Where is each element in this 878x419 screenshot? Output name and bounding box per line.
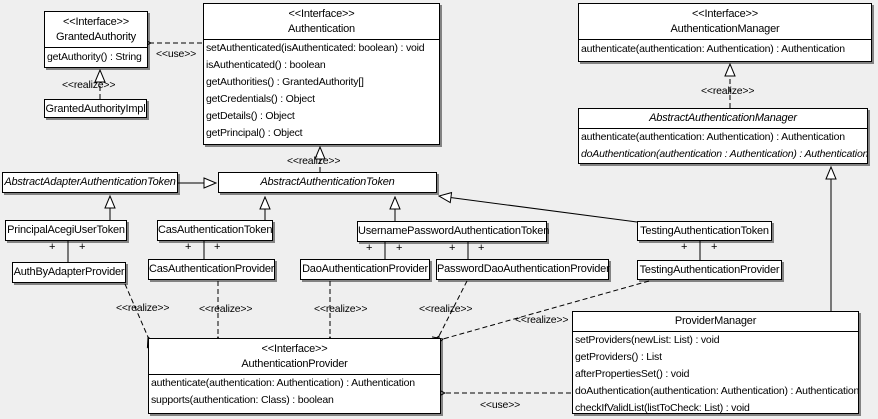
class-testing-authentication-provider[interactable]: TestingAuthenticationProvider	[637, 260, 782, 280]
realize-label: <<realize>>	[314, 303, 368, 315]
method: doAuthentication(authentication: Authent…	[575, 385, 860, 397]
class-principal-acegi-user-token[interactable]: PrincipalAcegiUserToken	[5, 220, 127, 241]
class-name: AbstractAuthenticationToken	[260, 176, 395, 188]
method: afterPropertiesSet() : void	[575, 368, 690, 380]
method: getCredentials() : Object	[206, 93, 315, 105]
interface-stereotype: <<Interface>>	[288, 8, 355, 20]
generalization-line	[439, 196, 638, 223]
multiplicity-plus: +	[449, 242, 456, 254]
method: getAuthorities() : GrantedAuthority[]	[206, 76, 364, 88]
class-authentication[interactable]: <<Interface>> Authentication setAuthenti…	[203, 3, 440, 145]
realize-line	[443, 280, 650, 339]
method: getProviders() : List	[575, 351, 662, 363]
method: getPrincipal() : Object	[206, 127, 303, 139]
realize-label: <<realize>>	[701, 85, 755, 97]
class-name: CasAuthenticationToken	[158, 224, 273, 236]
interface-stereotype: <<Interface>>	[692, 8, 758, 20]
class-name: TestingAuthenticationProvider	[639, 264, 780, 276]
method: checkIfValidList(listToCheck: List) : vo…	[575, 402, 750, 414]
multiplicity-plus: +	[711, 241, 718, 253]
realize-label: <<realize>>	[199, 303, 253, 315]
multiplicity-plus: +	[79, 241, 86, 253]
class-auth-by-adapter-provider[interactable]: AuthByAdapterProvider	[12, 262, 126, 283]
realize-label: <<realize>>	[116, 302, 170, 314]
class-name: AuthenticationManager	[670, 23, 780, 35]
class-authentication-provider[interactable]: <<Interface>> AuthenticationProvider aut…	[148, 338, 441, 414]
realize-label: <<realize>>	[287, 155, 341, 167]
use-label: <<use>>	[156, 48, 197, 60]
multiplicity-plus: +	[396, 242, 403, 254]
method: doAuthentication(authentication : Authen…	[581, 148, 869, 160]
class-abstract-authentication-manager[interactable]: AbstractAuthenticationManager authentica…	[578, 108, 868, 164]
use-label: <<use>>	[480, 399, 521, 411]
class-name: UsernamePasswordAuthenticationToken	[358, 225, 550, 237]
multiplicity-plus: +	[185, 241, 192, 253]
class-name: AuthenticationProvider	[241, 358, 348, 370]
method: supports(authentication: Class) : boolea…	[151, 394, 334, 406]
class-testing-authentication-token[interactable]: TestingAuthenticationToken	[637, 221, 772, 241]
realize-line	[439, 280, 468, 336]
method: setAuthenticated(isAuthenticated: boolea…	[206, 42, 425, 54]
class-cas-authentication-token[interactable]: CasAuthenticationToken	[157, 220, 273, 241]
class-name: GrantedAuthorityImpl	[45, 103, 146, 115]
multiplicity-plus: +	[681, 241, 688, 253]
class-name: Authentication	[288, 23, 355, 35]
class-granted-authority[interactable]: <<Interface>> GrantedAuthority getAuthor…	[44, 11, 148, 68]
class-abstract-authentication-token[interactable]: AbstractAuthenticationToken	[218, 172, 437, 193]
realize-label: <<realize>>	[515, 314, 569, 326]
multiplicity-plus: +	[214, 241, 221, 253]
multiplicity-plus: +	[478, 242, 485, 254]
realize-label: <<realize>>	[419, 303, 473, 315]
class-name: TestingAuthenticationToken	[640, 225, 769, 237]
interface-stereotype: <<Interface>>	[63, 16, 129, 28]
method: getAuthority() : String	[47, 51, 142, 63]
class-username-password-authentication-token[interactable]: UsernamePasswordAuthenticationToken	[357, 221, 550, 242]
realize-label: <<realize>>	[62, 79, 116, 91]
class-password-dao-authentication-provider[interactable]: PasswordDaoAuthenticationProvider	[436, 259, 610, 280]
class-cas-authentication-provider[interactable]: CasAuthenticationProvider	[148, 259, 275, 280]
class-dao-authentication-provider[interactable]: DaoAuthenticationProvider	[300, 259, 430, 280]
method: getDetails() : Object	[206, 110, 295, 122]
class-abstract-adapter-authentication-token[interactable]: AbstractAdapterAuthenticationToken	[2, 172, 178, 193]
multiplicity-plus: +	[366, 242, 373, 254]
class-granted-authority-impl[interactable]: GrantedAuthorityImpl	[44, 99, 147, 118]
class-name: CasAuthenticationProvider	[149, 263, 275, 275]
class-name: PasswordDaoAuthenticationProvider	[437, 263, 610, 275]
method: setProviders(newList: List) : void	[575, 334, 720, 346]
method: isAuthenticated() : boolean	[206, 59, 326, 71]
class-name: ProviderManager	[674, 315, 757, 327]
method: authenticate(authentication: Authenticat…	[581, 131, 845, 143]
class-name: DaoAuthenticationProvider	[302, 263, 428, 275]
class-name: AbstractAuthenticationManager	[649, 112, 797, 124]
realize-line	[124, 283, 148, 337]
class-name: AuthByAdapterProvider	[13, 266, 125, 278]
method: authenticate(authentication: Authenticat…	[581, 43, 845, 55]
class-name: AbstractAdapterAuthenticationToken	[4, 176, 176, 188]
method: authenticate(authentication: Authenticat…	[151, 377, 415, 389]
class-provider-manager[interactable]: ProviderManager setProviders(newList: Li…	[572, 311, 859, 414]
class-name: GrantedAuthority	[56, 31, 136, 43]
multiplicity-plus: +	[49, 241, 56, 253]
class-authentication-manager[interactable]: <<Interface>> AuthenticationManager auth…	[578, 3, 872, 62]
interface-stereotype: <<Interface>>	[261, 343, 328, 355]
class-name: PrincipalAcegiUserToken	[7, 224, 125, 236]
